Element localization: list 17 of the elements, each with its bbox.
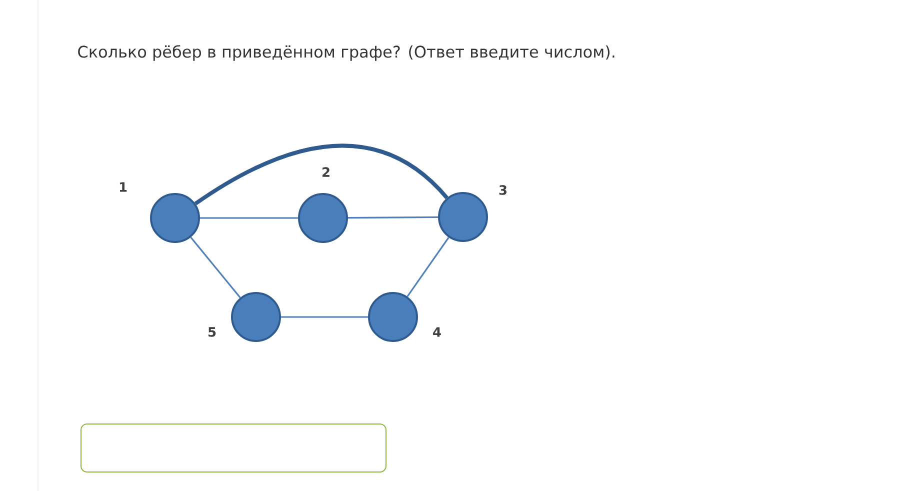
graph-vertex [150, 193, 200, 243]
graph-edge [281, 316, 368, 318]
graph-vertex [298, 193, 348, 243]
graph-edge [200, 217, 298, 219]
vertex-number: 1 [120, 182, 127, 192]
graph-edge [194, 144, 448, 206]
graph-vertex [231, 292, 281, 342]
vertex-number: 2 [322, 167, 330, 177]
graph-vertex [368, 292, 418, 342]
graph-edge [348, 216, 438, 219]
question-text: Сколько рёбер в приведённом графе? (Ответ введите числом). [78, 45, 614, 61]
graph-vertex [438, 192, 488, 242]
vertex-number: 4 [433, 327, 441, 337]
graph-edge [190, 236, 241, 298]
graph-edge [406, 237, 450, 297]
vertex-number: 3 [499, 185, 506, 195]
vertex-number: 5 [208, 327, 216, 337]
